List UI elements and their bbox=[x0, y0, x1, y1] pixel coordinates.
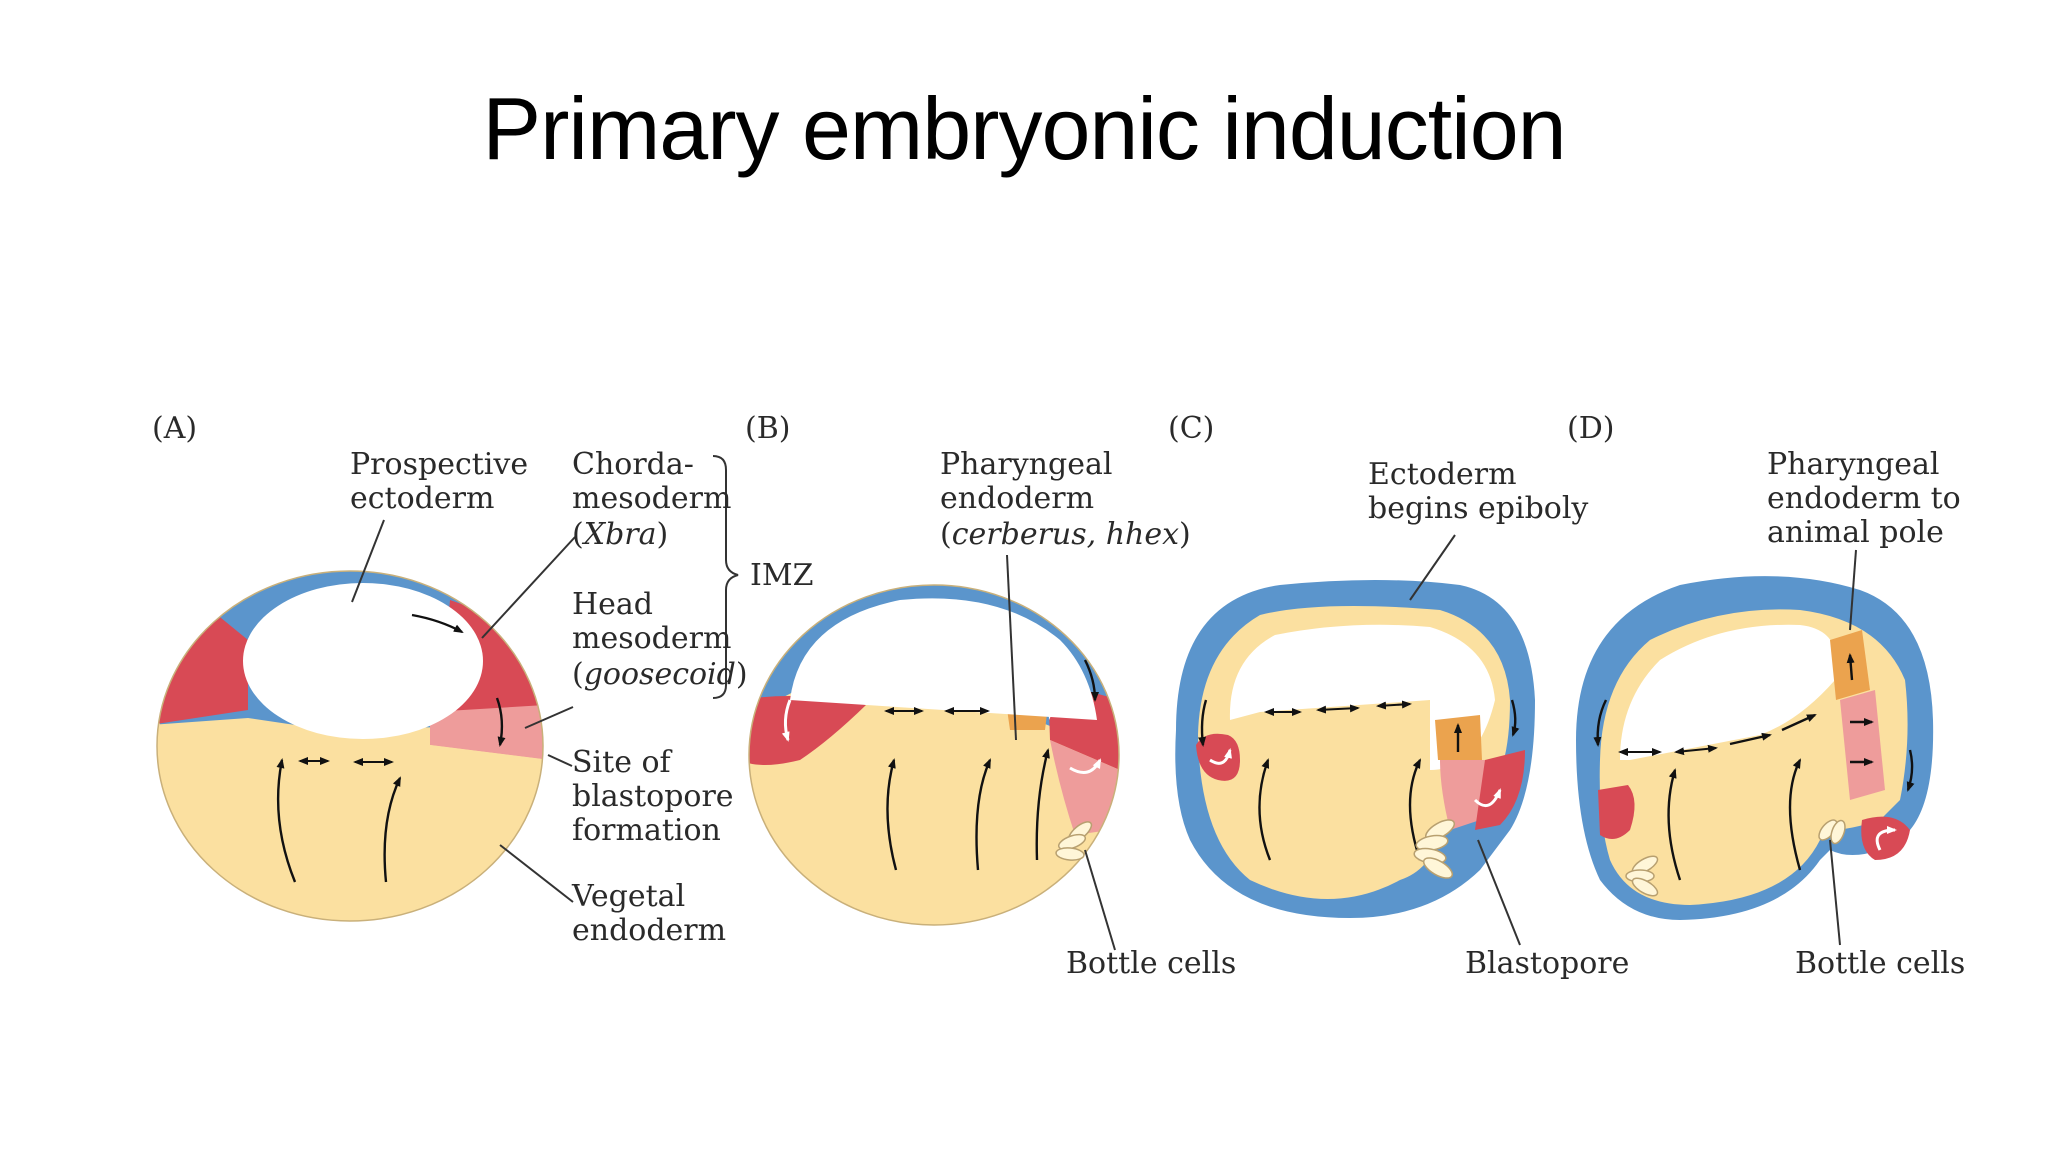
leader-bottle-cells-b bbox=[1084, 849, 1116, 951]
arrow-d-involution bbox=[1875, 826, 1897, 851]
chordamesoderm-left bbox=[157, 571, 248, 725]
arrow-b-vegetal-3 bbox=[1035, 748, 1050, 861]
label-blastopore: Blastopore bbox=[1465, 946, 1629, 981]
arrow-b-left bbox=[781, 699, 792, 742]
arrow-c-left bbox=[1198, 699, 1208, 747]
label-prospective-ectoderm: Prospective ectoderm bbox=[350, 447, 538, 516]
label-bottle-cells-b: Bottle cells bbox=[1066, 946, 1236, 981]
bottle-cells-c bbox=[1413, 819, 1456, 879]
arrow-d-right bbox=[1906, 749, 1915, 792]
label-vegetal-endoderm: Vegetal endoderm bbox=[571, 879, 726, 948]
arrow-c-right bbox=[1510, 699, 1520, 737]
label-pharyngeal-endoderm: Pharyngeal endoderm (cerberus, hhex) bbox=[940, 447, 1191, 552]
chordamesoderm-d bbox=[1861, 816, 1910, 860]
panel-a-label: (A) bbox=[152, 411, 197, 446]
mesoderm-c-left bbox=[1196, 733, 1240, 781]
blastocoel-a bbox=[243, 583, 483, 739]
panel-c-label: (C) bbox=[1168, 411, 1214, 446]
leader-blastopore bbox=[1477, 839, 1521, 946]
label-pharyngeal-to-pole: Pharyngeal endoderm to animal pole bbox=[1767, 447, 1970, 550]
arrow-d-vegetal-2 bbox=[1788, 758, 1802, 871]
arrow-d-converge-3 bbox=[1729, 732, 1772, 746]
arrow-a-vegetal-right bbox=[383, 776, 402, 883]
arrow-c-vegetal-1 bbox=[1258, 758, 1272, 861]
arrow-a-vegetal-left bbox=[276, 758, 297, 883]
blastocoel-c bbox=[1229, 624, 1495, 770]
label-chordamesoderm: Chorda- mesoderm (Xbra) bbox=[572, 447, 741, 552]
arrow-c-converge-3 bbox=[1376, 700, 1412, 710]
panel-a: (A) Prospective ectoderm Ch bbox=[152, 411, 813, 948]
panel-b-label: (B) bbox=[745, 411, 790, 446]
arrow-b-vegetal-1 bbox=[886, 758, 898, 871]
arrow-d-converge-2 bbox=[1674, 744, 1718, 756]
head-mesoderm bbox=[430, 705, 543, 760]
leader-pharyngeal-endoderm bbox=[1006, 554, 1017, 741]
label-blastopore-site: Site of blastopore formation bbox=[572, 745, 743, 848]
head-mesoderm-d bbox=[1840, 690, 1885, 800]
panel-c: (C) Ectoderm begins epiboly bbox=[1168, 411, 1629, 981]
bottle-cells-d bbox=[1625, 819, 1846, 897]
mesoderm-d-left bbox=[1598, 785, 1635, 839]
vegetal-endoderm bbox=[157, 718, 543, 921]
embryo-b-outline bbox=[748, 584, 1120, 926]
blastocoel-d bbox=[1620, 624, 1837, 760]
leader-head-mesoderm bbox=[524, 706, 574, 729]
arrow-a-involution bbox=[495, 697, 506, 747]
label-head-mesoderm: Head mesoderm (goosecoid) bbox=[572, 587, 748, 692]
arrow-a-ectoderm bbox=[411, 613, 464, 634]
leader-bottle-cells-d bbox=[1829, 839, 1841, 946]
panel-b: (B) Pharyngeal bbox=[745, 411, 1236, 981]
leader-chordamesoderm bbox=[481, 536, 576, 639]
panel-d-label: (D) bbox=[1567, 411, 1614, 446]
endoderm-b bbox=[749, 690, 1119, 925]
arrow-d-left bbox=[1593, 699, 1608, 747]
imz-bracket bbox=[712, 455, 739, 699]
arrow-d-converge-4 bbox=[1781, 713, 1817, 732]
embryo-a-outline bbox=[156, 570, 544, 922]
head-mesoderm-b bbox=[1050, 740, 1119, 835]
arrow-d-up bbox=[1846, 653, 1855, 681]
slide-title: Primary embryonic induction bbox=[482, 79, 1566, 178]
leader-vegetal-endoderm bbox=[499, 844, 574, 903]
leader-pharyngeal-to-pole bbox=[1849, 549, 1857, 631]
leader-prospective-ectoderm bbox=[351, 519, 385, 603]
arrow-c-involution-right bbox=[1473, 788, 1502, 808]
mesoderm-b-left bbox=[749, 696, 866, 765]
arrow-b-vegetal-2 bbox=[975, 758, 992, 871]
embryo-a bbox=[157, 571, 543, 921]
arrow-d-vegetal-1 bbox=[1667, 768, 1682, 881]
leader-ectoderm-epiboly bbox=[1409, 534, 1456, 601]
label-bottle-cells-d: Bottle cells bbox=[1795, 946, 1965, 981]
arrow-b-right bbox=[1083, 659, 1099, 702]
label-ectoderm-epiboly: Ectoderm begins epiboly bbox=[1368, 457, 1588, 526]
panel-d: (D) Pharyngeal bbox=[1567, 411, 1970, 981]
arrow-c-involution-left bbox=[1209, 748, 1232, 765]
arrow-b-involution bbox=[1069, 758, 1102, 774]
arrow-c-converge-2 bbox=[1316, 704, 1360, 714]
bottle-cells-b bbox=[1055, 821, 1093, 861]
leader-blastopore-site bbox=[547, 754, 573, 767]
label-imz: IMZ bbox=[750, 558, 813, 593]
